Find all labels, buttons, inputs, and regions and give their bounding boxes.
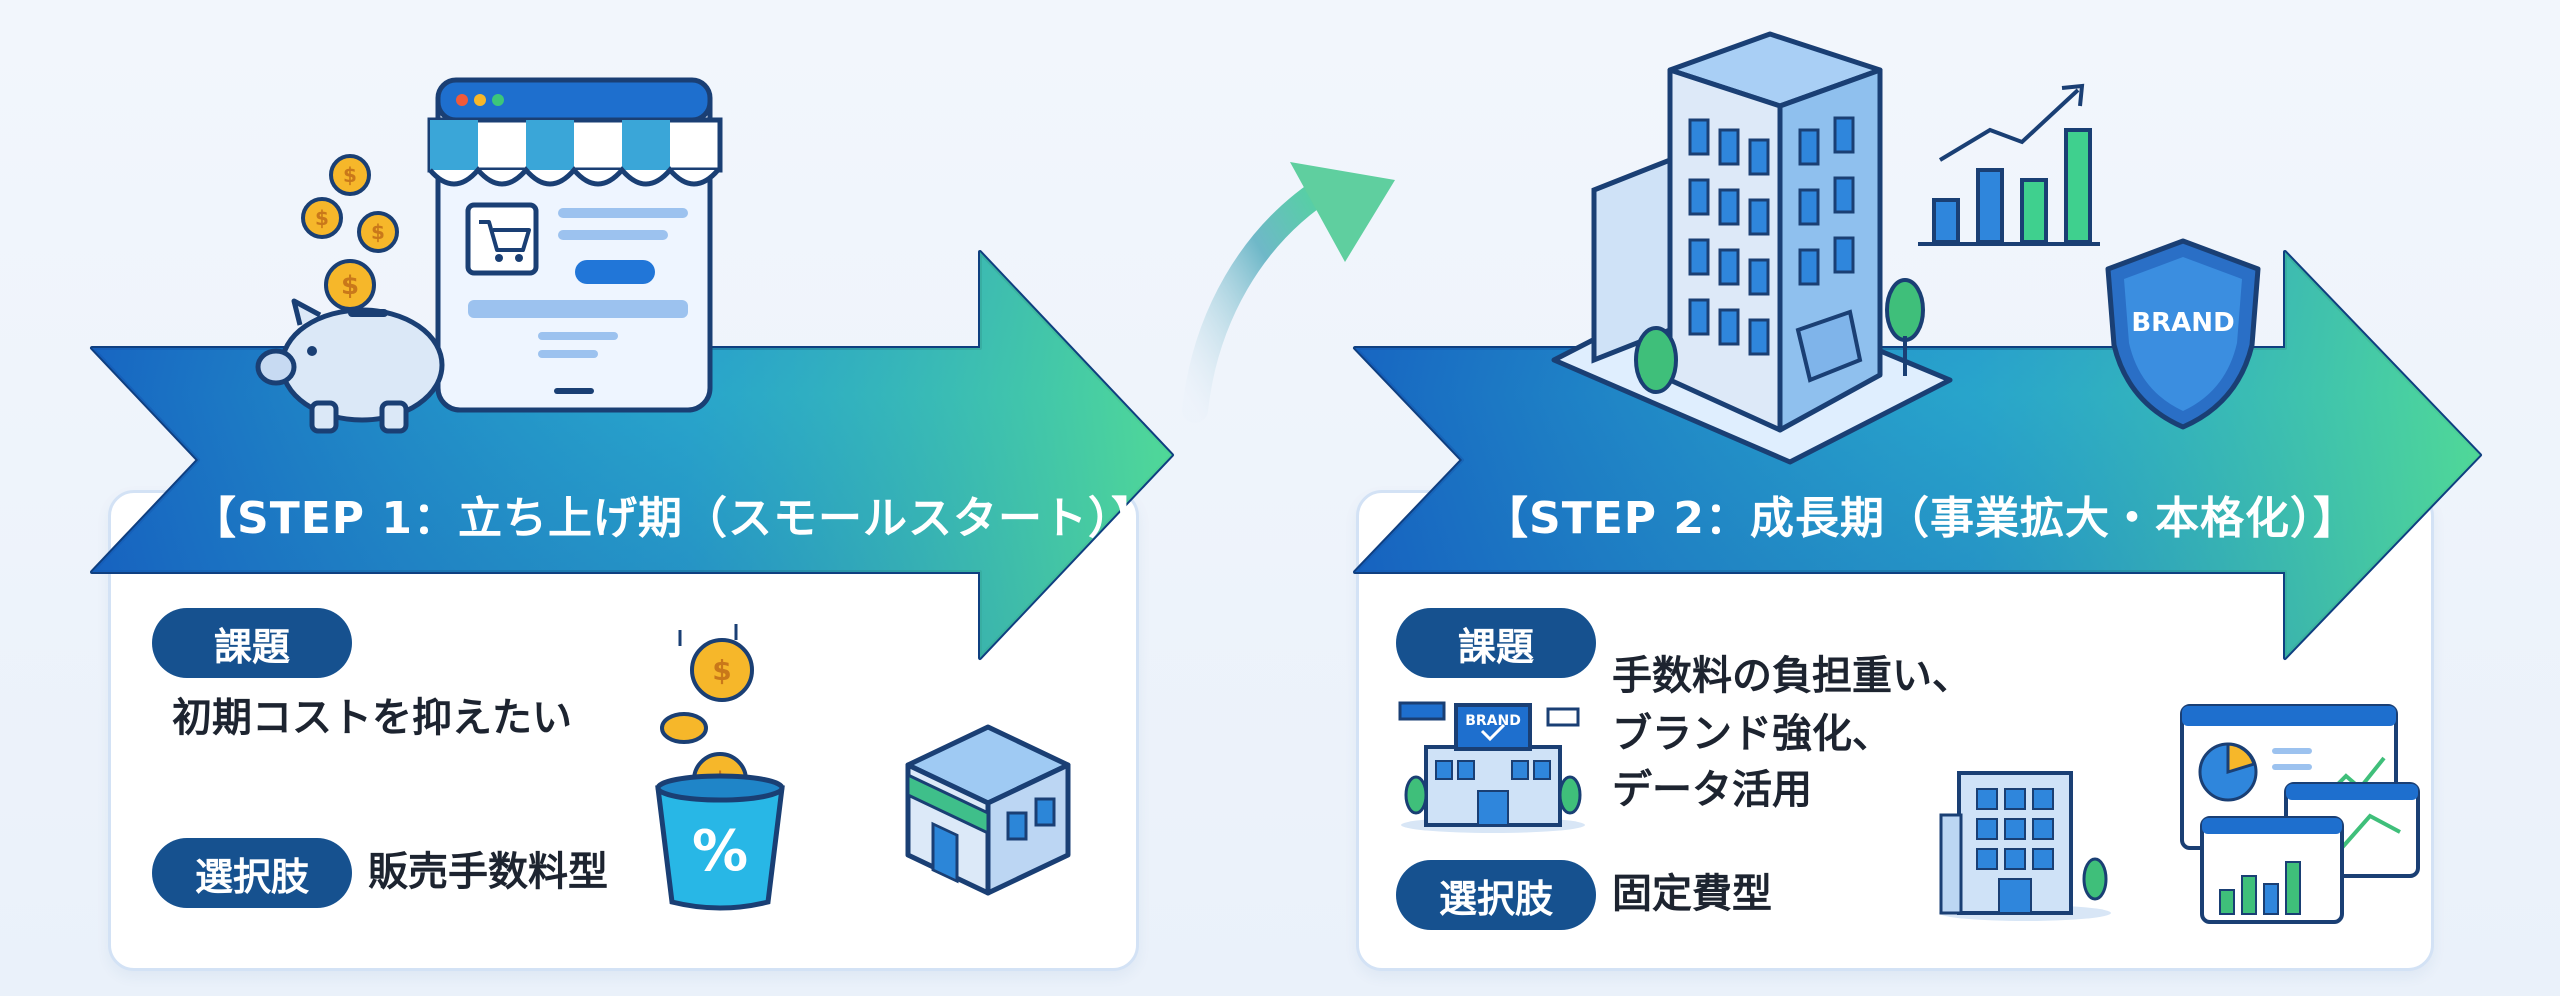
step2-issue-line-1: 手数料の負担重い、 — [1612, 653, 1972, 699]
step1-title: 【STEP 1：立ち上げ期（スモールスタート）】 — [192, 493, 1156, 544]
svg-text:$: $ — [341, 271, 359, 301]
building-icon — [1939, 771, 2111, 921]
step2-issue-label: 課題 — [1396, 608, 1596, 678]
coin-icon: $ $ $ $ — [301, 154, 399, 311]
svg-text:$: $ — [371, 220, 385, 244]
step2-title: 【STEP 2：成長期（事業拡大・本格化）】 — [1484, 493, 2358, 544]
brand-store-sign: BRAND — [1465, 713, 1521, 729]
step1-option-label: 選択肢 — [152, 838, 352, 908]
cart-icon — [479, 220, 531, 262]
small-store-icon — [905, 724, 1071, 896]
step2-issue-line-3: データ活用 — [1612, 767, 1812, 813]
step2-option-label: 選択肢 — [1396, 860, 1596, 930]
step1-issue-text: 初期コストを抑えたい — [172, 695, 572, 741]
step1-issue-label: 課題 — [152, 608, 352, 678]
svg-text:$: $ — [315, 206, 329, 230]
svg-text:%: % — [692, 819, 748, 884]
brand-shield-text: BRAND — [2131, 308, 2234, 338]
growth-chart-icon — [1918, 83, 2100, 246]
step1-option-text: 販売手数料型 — [368, 849, 608, 895]
dashboard-icon — [2180, 704, 2420, 924]
step2-issue-line-2: ブランド強化、 — [1612, 711, 1892, 757]
brand-shield-icon: BRAND — [2105, 238, 2261, 430]
coin-bucket-percent-icon: $ $ % — [655, 624, 785, 911]
office-building-icon — [1551, 31, 1953, 465]
svg-text:$: $ — [343, 163, 357, 187]
online-store-icon — [427, 77, 723, 413]
step2-option-text: 固定費型 — [1612, 871, 1772, 917]
svg-text:$: $ — [712, 654, 731, 687]
piggy-bank-icon — [255, 298, 445, 434]
brand-store-icon: BRAND — [1398, 701, 1585, 833]
